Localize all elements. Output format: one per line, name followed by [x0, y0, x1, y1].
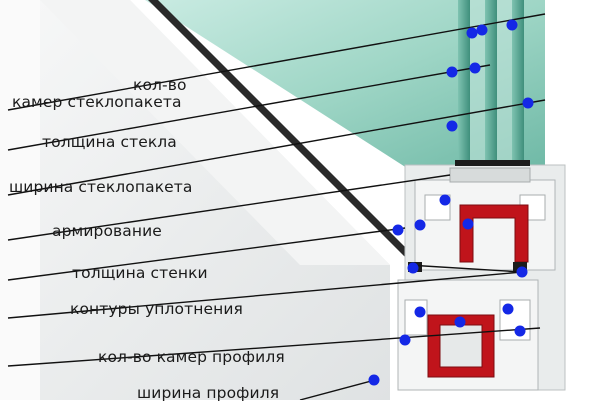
leader-reinforcement [7, 174, 451, 241]
leader-glass-thickness [7, 64, 491, 151]
label-chambers-line1: кол-во [133, 76, 187, 94]
leader-seal-contours [7, 271, 523, 319]
leader-profile-width [299, 379, 376, 400]
marker-dot [466, 27, 478, 39]
leader-seal-extra [407, 264, 523, 273]
marker-dot [368, 374, 380, 386]
marker-dot [516, 266, 528, 278]
marker-dot [392, 224, 404, 236]
label-chambers-line2: камер стеклопакета [12, 93, 182, 111]
marker-dot [462, 218, 474, 230]
marker-dot [414, 219, 426, 231]
marker-dot [506, 19, 518, 31]
marker-dot [469, 62, 481, 74]
marker-dot [446, 66, 458, 78]
marker-dot [399, 334, 411, 346]
marker-dot [454, 316, 466, 328]
leader-wall-thickness [7, 227, 406, 281]
label-profile-width: ширина профиля [137, 384, 280, 402]
marker-dot [502, 303, 514, 315]
marker-dot [476, 24, 488, 36]
marker-dots [368, 19, 534, 386]
marker-dot [522, 97, 534, 109]
marker-dot [446, 120, 458, 132]
label-seal-contours: контуры уплотнения [70, 300, 243, 318]
marker-dot [514, 325, 526, 337]
label-glazing-width: ширина стеклопакета [9, 178, 193, 196]
marker-dot [439, 194, 451, 206]
leader-chambers [7, 13, 546, 111]
marker-dot [414, 306, 426, 318]
window-frame-body [0, 0, 390, 400]
label-glass-thickness: толщина стекла [42, 133, 177, 151]
leader-glazing-width [7, 99, 546, 196]
label-reinforcement: армирование [52, 222, 162, 240]
label-profile-chambers: кол-во камер профиля [98, 348, 285, 366]
marker-dot [407, 262, 419, 274]
leader-lines [7, 13, 546, 400]
leader-profile-chambers [7, 327, 541, 367]
glass-panes [458, 0, 524, 170]
glass-unit [145, 0, 545, 262]
label-wall-thickness: толщина стенки [72, 264, 208, 282]
